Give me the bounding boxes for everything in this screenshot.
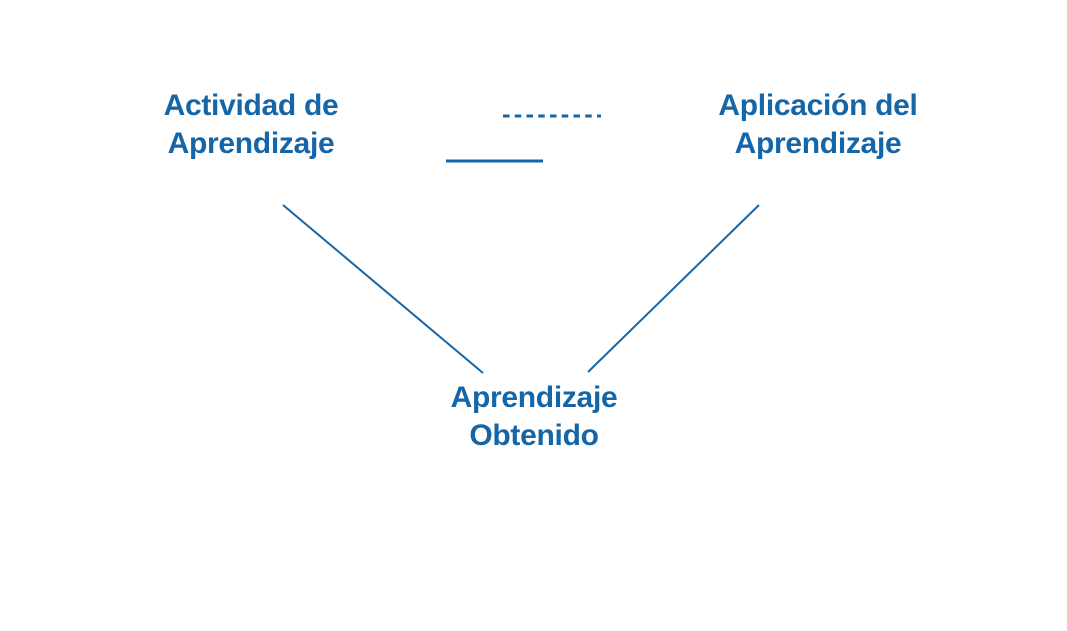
node-aplicacion-del-aprendizaje: Aplicación del Aprendizaje: [718, 89, 918, 160]
node-actividad-de-aprendizaje: Actividad de Aprendizaje: [163, 89, 339, 160]
connector-actividad-obtenido: [282, 204, 484, 374]
connector-aplicacion-obtenido: [587, 204, 760, 373]
node-aprendizaje-obtenido: Aprendizaje Obtenido: [450, 381, 618, 452]
